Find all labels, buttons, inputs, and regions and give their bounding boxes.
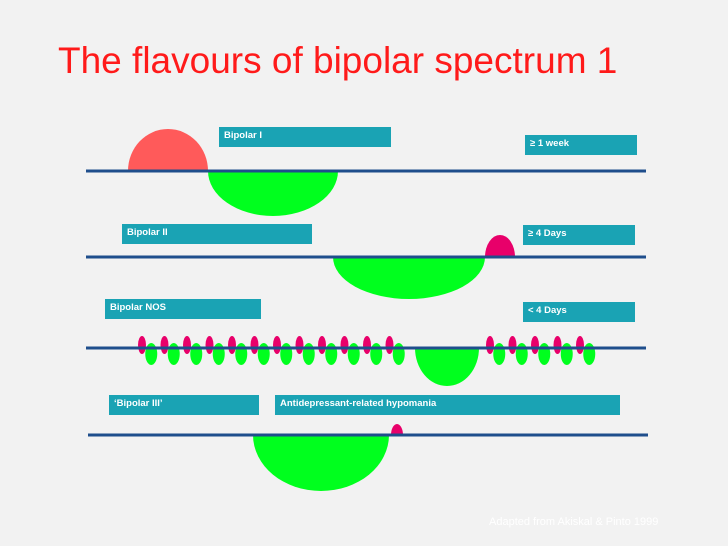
depressive-swing [190,343,203,365]
depressive-swing [280,343,293,365]
label-bipolar-iii: ‘Bipolar III’ [109,395,259,415]
depressive-swing [325,343,338,365]
hypomanic-swing [228,336,236,354]
label-bipolar-nos: Bipolar NOS [105,299,261,319]
label-duration-less-4-days: < 4 Days [523,302,635,322]
depressive-swing [212,343,225,365]
depressive-swing [560,343,573,365]
label-antidepressant-hypomania: Antidepressant-related hypomania [275,395,620,415]
slide-title: The flavours of bipolar spectrum 1 [58,40,618,81]
hypomanic-swing [553,336,562,354]
depressive-swing [347,343,360,365]
label-duration-1-week: ≥ 1 week [525,135,637,155]
hypomanic-swing [205,336,214,354]
depression-episode-row1 [208,171,338,216]
hypomanic-swing [183,336,191,354]
hypomanic-swing [273,336,281,354]
hypomanic-swing [138,336,146,354]
hypomanic-swing [385,336,394,354]
hypomanic-swing [250,336,259,354]
hypomanic-swing [160,336,169,354]
depression-episode-row3 [415,348,479,386]
hypomanic-swing [508,336,517,354]
hypomanic-swing [486,336,494,354]
hypomania-episode-row2 [485,235,515,257]
depressive-swing [167,343,180,365]
depressive-swing [235,343,248,365]
rapid-mood-fluctuations-row3 [138,336,596,365]
depressive-swing [302,343,315,365]
label-bipolar-ii: Bipolar II [122,224,312,244]
label-bipolar-i: Bipolar I [219,127,391,147]
hypomanic-swing [340,336,349,354]
mania-episode-row1 [128,129,208,171]
depressive-swing [515,343,528,365]
hypomanic-swing [295,336,304,354]
source-credit: Adapted from Akiskal & Pinto 1999 [489,516,659,528]
hypomanic-swing [531,336,539,354]
depressive-swing [538,343,551,365]
depressive-swing [145,343,158,365]
depressive-swing [493,343,506,365]
hypomania-episode-row4 [391,424,403,435]
label-duration-4-days: ≥ 4 Days [523,225,635,245]
hypomanic-swing [363,336,371,354]
hypomanic-swing [576,336,584,354]
depression-episode-row2 [333,257,485,299]
depressive-swing [392,343,405,365]
depressive-swing [370,343,383,365]
depressive-swing [583,343,596,365]
depression-episode-row4 [253,435,389,491]
depressive-swing [257,343,270,365]
hypomanic-swing [318,336,326,354]
